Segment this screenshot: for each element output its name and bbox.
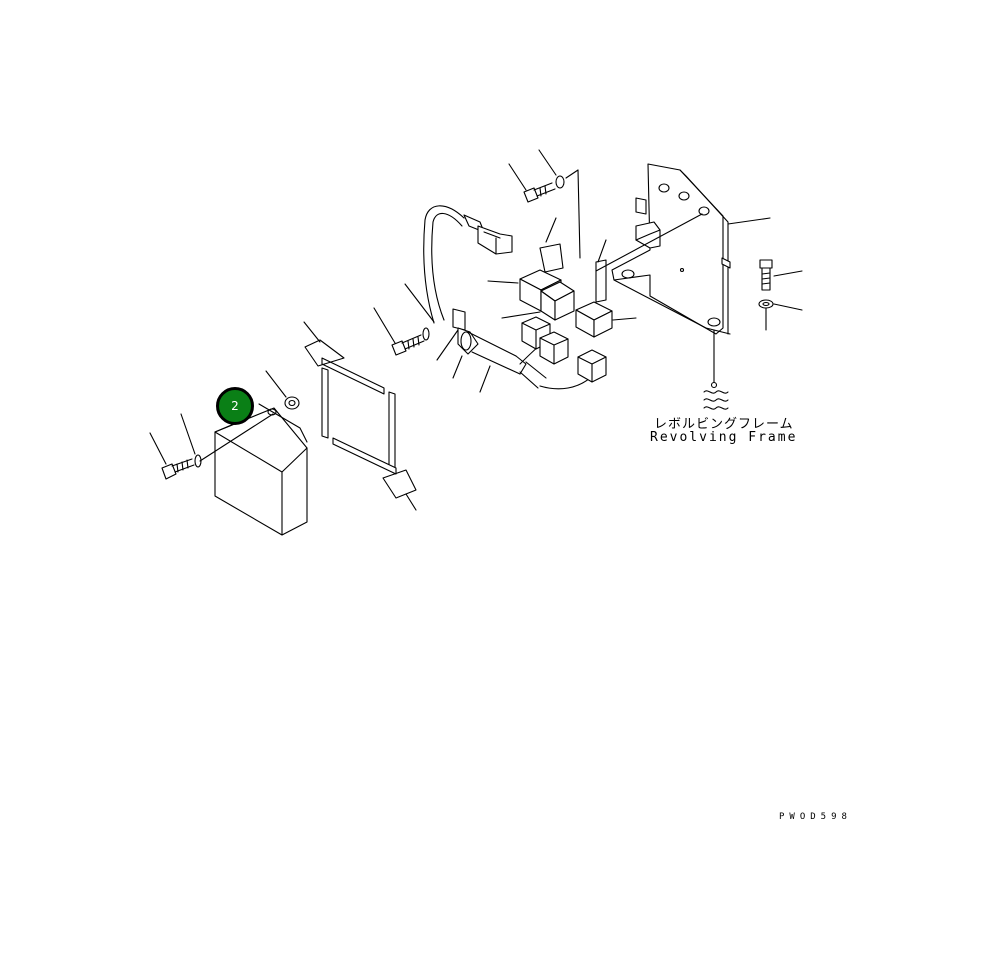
mount-bracket xyxy=(595,163,771,335)
cover-nut xyxy=(265,370,300,410)
bracket-bolt xyxy=(758,259,803,331)
frame-arrow xyxy=(703,329,729,410)
harness-bolt xyxy=(373,307,430,356)
cover-bolt xyxy=(149,432,195,480)
relay-block xyxy=(487,169,637,383)
frame-label-english: Revolving Frame xyxy=(650,430,798,445)
cover-box xyxy=(214,403,308,536)
frame-label-japanese: レボルビングフレーム xyxy=(654,417,794,432)
cover-washer xyxy=(180,413,274,468)
drawing-code: PWOD598 xyxy=(779,812,852,822)
callout-number: 2 xyxy=(231,399,239,413)
relay-bolt xyxy=(508,149,579,203)
callout-number-badge[interactable]: 2 xyxy=(216,387,254,425)
seal-strips xyxy=(303,321,417,511)
